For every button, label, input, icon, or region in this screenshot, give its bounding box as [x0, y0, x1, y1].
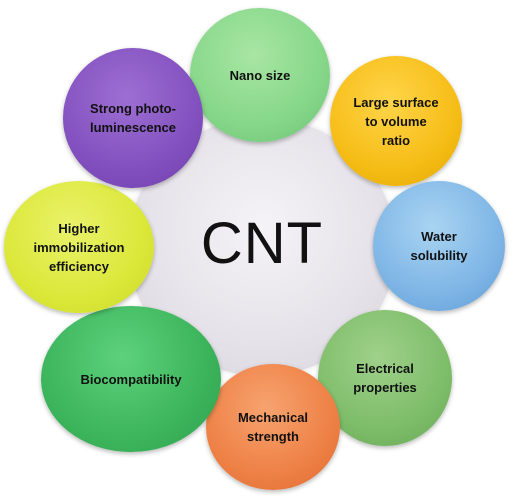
- node-label-line: Electrical: [356, 361, 414, 376]
- node-label-line: luminescence: [90, 120, 176, 135]
- node-label: Water solubility: [396, 227, 481, 265]
- node-label: Electrical properties: [339, 359, 431, 397]
- node-label-line: strength: [247, 429, 299, 444]
- node-label: Strong photo- luminescence: [76, 99, 190, 137]
- node-electrical-properties: Electrical properties: [318, 310, 452, 446]
- node-water-solubility: Water solubility: [373, 181, 505, 311]
- node-label-line: efficiency: [49, 258, 109, 274]
- node-label-line: Biocompatibility: [80, 371, 182, 387]
- node-mechanical-strength: Mechanical strength: [206, 364, 340, 490]
- node-label-line: Water: [421, 229, 457, 244]
- node-biocompatibility: Biocompatibility: [41, 306, 221, 452]
- node-large-surface: Large surface to volume ratio: [330, 56, 462, 186]
- node-label: Biocompatibility: [66, 370, 195, 389]
- node-label-line: Higher: [58, 220, 100, 236]
- node-label-line: immobilization: [33, 239, 125, 255]
- node-label-line: Large surface: [353, 94, 439, 110]
- node-label: Mechanical strength: [224, 408, 322, 446]
- node-photoluminescence: Strong photo- luminescence: [63, 48, 203, 188]
- node-label-line: Nano size: [229, 67, 291, 83]
- node-label-line: Strong photo-: [90, 101, 176, 116]
- node-label: Higher immobilization efficiency: [20, 219, 139, 276]
- node-label-line: Mechanical: [237, 410, 309, 425]
- node-label-line: ratio: [381, 132, 411, 148]
- node-nano-size: Nano size: [190, 8, 330, 142]
- node-label-line: solubility: [410, 248, 468, 263]
- center-label: CNT: [200, 210, 324, 276]
- node-immobilization-efficiency: Higher immobilization efficiency: [4, 181, 154, 313]
- node-label: Large surface to volume ratio: [339, 93, 452, 150]
- node-label: Nano size: [216, 66, 305, 85]
- node-label-line: to volume: [365, 113, 427, 129]
- node-label-line: properties: [353, 380, 417, 395]
